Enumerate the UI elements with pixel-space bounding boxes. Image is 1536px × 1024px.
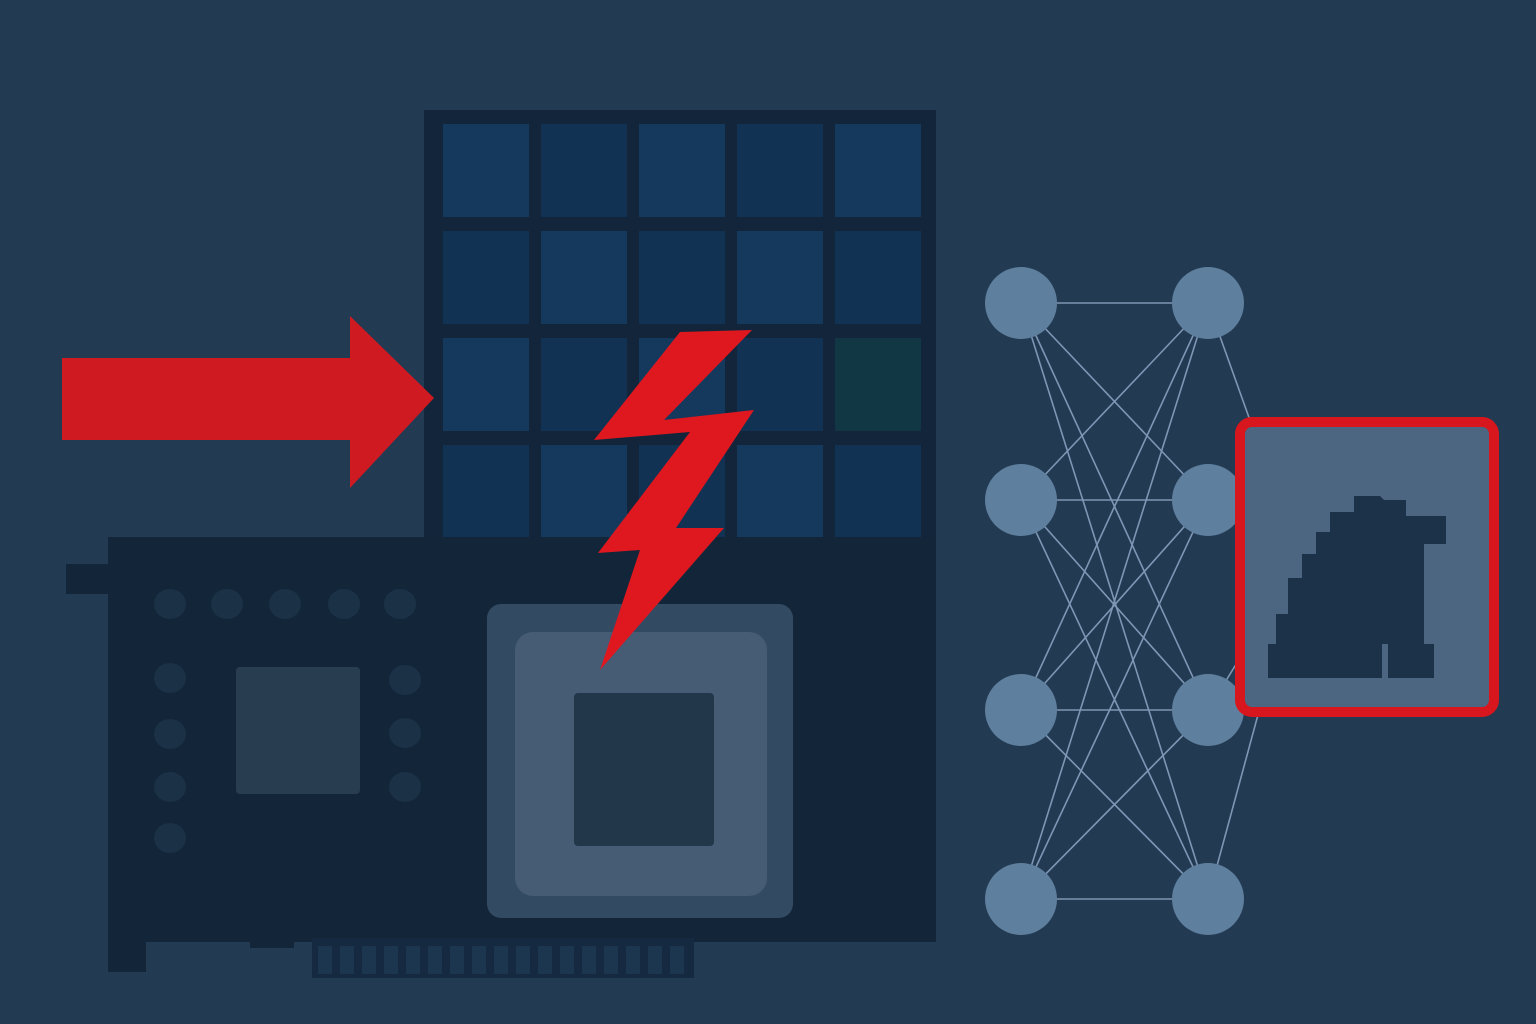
memory-cell <box>737 124 823 217</box>
memory-cell <box>737 445 823 538</box>
memory-cell <box>443 231 529 324</box>
network-node <box>1172 863 1244 935</box>
pcie-pin <box>428 946 442 974</box>
memory-cell <box>443 445 529 538</box>
network-nodes <box>985 267 1244 935</box>
capacitor-dot <box>384 589 416 619</box>
network-node <box>1172 674 1244 746</box>
capacitor-dot <box>389 718 421 748</box>
corrupted-output-icon <box>1235 417 1499 717</box>
vram-module <box>236 667 360 794</box>
memory-cell <box>835 124 921 217</box>
pcie-pin <box>340 946 354 974</box>
network-edge <box>1020 302 1209 501</box>
pcie-pin <box>604 946 618 974</box>
memory-cells <box>443 124 921 538</box>
memory-cell <box>541 124 627 217</box>
memory-cell <box>541 338 627 431</box>
capacitor-dot <box>154 663 186 693</box>
capacitor-dot <box>154 589 186 619</box>
pcie-pins <box>318 946 684 974</box>
pcie-pin <box>384 946 398 974</box>
output-glyph <box>1268 496 1446 678</box>
memory-cell <box>835 231 921 324</box>
network-node <box>1172 267 1244 339</box>
pcie-pin <box>648 946 662 974</box>
network-edge <box>1020 302 1209 711</box>
pcie-pin <box>582 946 596 974</box>
pcie-pin <box>494 946 508 974</box>
memory-cell <box>737 231 823 324</box>
network-edge <box>1020 499 1209 711</box>
pcie-pin <box>516 946 530 974</box>
capacitor-dots <box>154 589 421 853</box>
capacitor-dot <box>328 589 360 619</box>
memory-cell <box>639 124 725 217</box>
network-edge <box>1020 499 1209 900</box>
network-edge <box>1020 709 1209 900</box>
network-node <box>985 267 1057 339</box>
memory-cell <box>737 338 823 431</box>
pcie-pin <box>318 946 332 974</box>
chip-die <box>574 693 714 846</box>
capacitor-dot <box>389 772 421 802</box>
capacitor-dot <box>154 823 186 853</box>
pcie-pin <box>560 946 574 974</box>
memory-cell <box>443 338 529 431</box>
memory-cell <box>541 231 627 324</box>
network-node <box>985 674 1057 746</box>
network-node <box>1172 464 1244 536</box>
memory-cell <box>639 231 725 324</box>
card-bracket-foot <box>250 900 294 948</box>
arrow-right-icon <box>62 316 434 488</box>
bolt-shape <box>594 330 754 670</box>
graphics-card-icon <box>66 537 936 978</box>
arrow-shape <box>62 316 434 488</box>
capacitor-dot <box>211 589 243 619</box>
network-node <box>985 863 1057 935</box>
pcie-pin <box>472 946 486 974</box>
network-edge <box>1020 302 1209 900</box>
lightning-bolt-icon <box>594 330 754 670</box>
capacitor-dot <box>269 589 301 619</box>
pcie-pin <box>450 946 464 974</box>
pcie-pin <box>626 946 640 974</box>
pcie-pin <box>362 946 376 974</box>
memory-cell <box>541 445 627 538</box>
capacitor-dot <box>154 719 186 749</box>
network-node <box>985 464 1057 536</box>
capacitor-dot <box>154 772 186 802</box>
gpu-chip-icon <box>487 604 793 918</box>
memory-cell <box>443 124 529 217</box>
card-bracket-leg <box>108 900 146 972</box>
pcie-pin <box>538 946 552 974</box>
pcie-pin <box>670 946 684 974</box>
memory-cell <box>835 338 921 431</box>
capacitor-dot <box>389 665 421 695</box>
pcie-pin <box>406 946 420 974</box>
memory-cell <box>835 445 921 538</box>
